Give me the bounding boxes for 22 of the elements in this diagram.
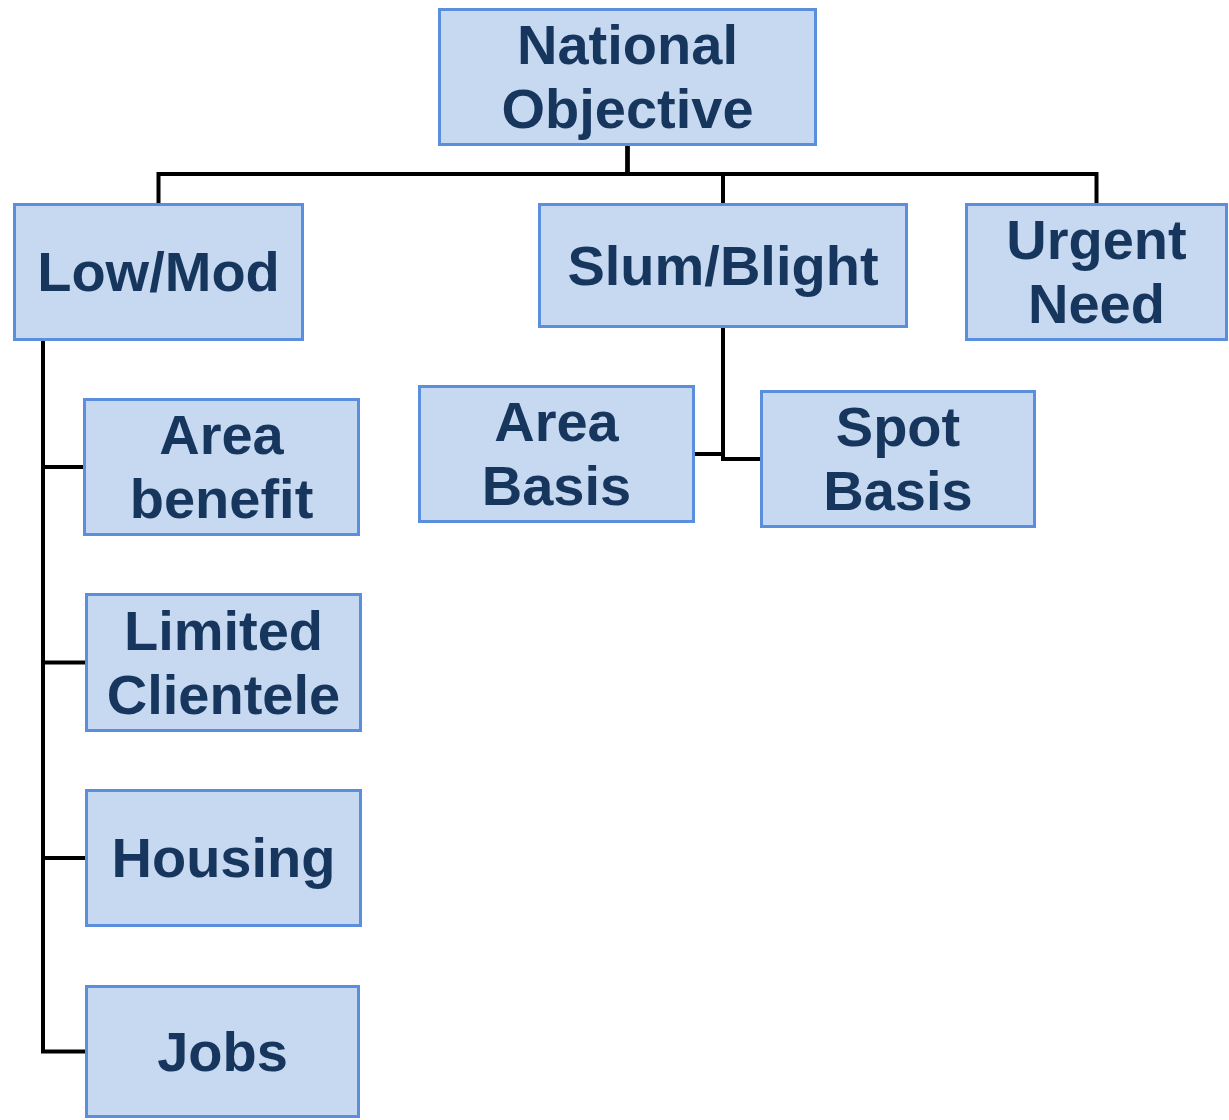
box-label: Area benefit xyxy=(128,403,315,531)
box-label: Low/Mod xyxy=(37,240,280,304)
box-label: Limited Clientele xyxy=(105,598,342,727)
process-box xyxy=(85,985,360,1118)
box-label: Jobs xyxy=(157,1019,288,1084)
process-box xyxy=(83,398,360,536)
process-box xyxy=(418,385,695,523)
box-label: Slum/Blight xyxy=(567,233,879,298)
process-box xyxy=(85,789,362,927)
box-label: Urgent Need xyxy=(1005,208,1188,336)
process-box xyxy=(85,593,362,732)
process-box xyxy=(965,203,1228,341)
process-box xyxy=(438,8,817,146)
box-label: National Objective xyxy=(500,13,755,141)
process-box xyxy=(13,203,304,341)
connector-line xyxy=(721,328,760,461)
box-label: Housing xyxy=(111,826,336,890)
box-label: Area Basis xyxy=(480,390,633,518)
process-box xyxy=(538,203,908,328)
process-box xyxy=(760,390,1036,528)
box-label: Spot Basis xyxy=(822,395,974,523)
connector-line xyxy=(625,146,1099,203)
